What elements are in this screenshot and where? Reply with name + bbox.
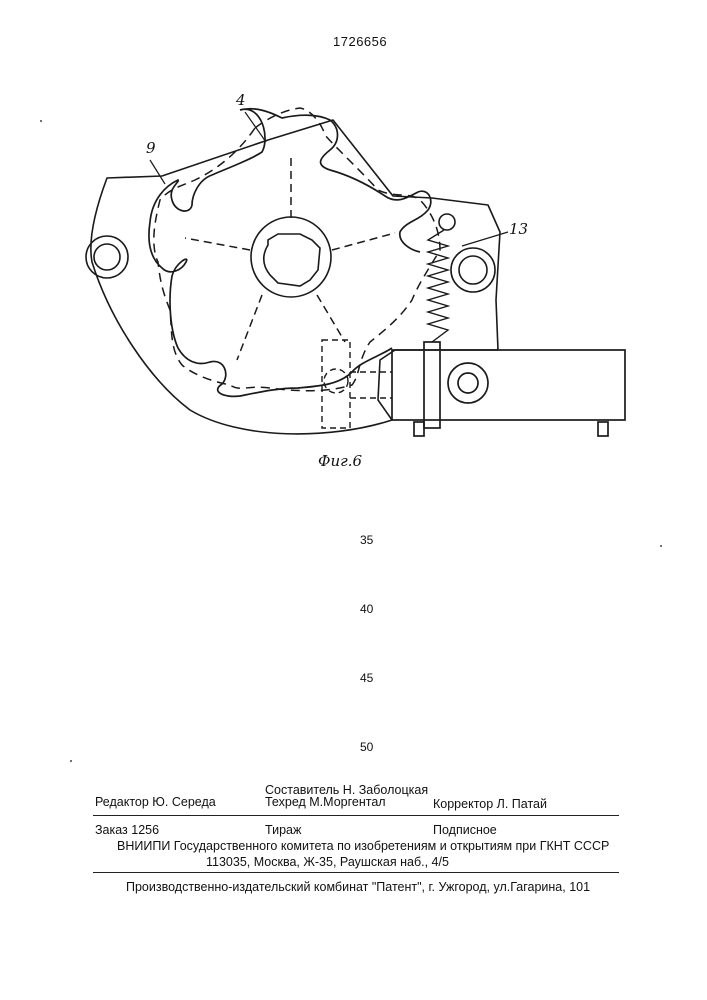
line-number: 45: [360, 671, 373, 685]
spring-coil: [428, 230, 448, 342]
subscription-label: Подписное: [433, 823, 497, 837]
callout-4: 4: [236, 91, 246, 109]
spring-anchor: [439, 214, 455, 230]
figure-caption: Фиг.6: [318, 452, 362, 470]
publisher-line: Производственно-издательский комбинат "П…: [126, 880, 590, 894]
actuator-arm: [392, 350, 625, 420]
scan-speck: [40, 120, 42, 122]
star-rotor-outline: [154, 108, 440, 391]
callout-9: 9: [146, 139, 156, 157]
spoke-lower-left: [237, 295, 262, 360]
tech-editor-credit: Техред М.Моргентал: [265, 795, 386, 809]
cam-profile: [149, 109, 431, 397]
divider: [93, 872, 619, 873]
actuator-foot-left: [414, 422, 424, 436]
actuator-foot-right: [598, 422, 608, 436]
left-bushing-outer: [86, 236, 128, 278]
address-line: 113035, Москва, Ж-35, Раушская наб., 4/5: [206, 855, 449, 869]
order-number: Заказ 1256: [95, 823, 159, 837]
right-bushing-inner: [459, 256, 487, 284]
leader-13: [462, 232, 508, 246]
actuator-eye-inner: [458, 373, 478, 393]
divider: [93, 815, 619, 816]
editor-credit: Редактор Ю. Середа: [95, 795, 216, 809]
corrector-credit: Корректор Л. Патай: [433, 797, 547, 811]
callout-13: 13: [509, 220, 528, 238]
housing-outline: [91, 120, 500, 434]
line-number: 50: [360, 740, 373, 754]
spoke-upper-right: [332, 233, 395, 250]
spoke-upper-left: [185, 238, 250, 250]
line-number: 35: [360, 533, 373, 547]
actuator-collar: [424, 342, 440, 428]
actuator-eye-outer: [448, 363, 488, 403]
line-number: 40: [360, 602, 373, 616]
circulation-label: Тираж: [265, 823, 301, 837]
spoke-lower-right: [317, 295, 345, 342]
scan-speck: [70, 760, 72, 762]
leader-9: [150, 160, 165, 184]
technical-drawing: [0, 0, 707, 520]
scan-speck: [660, 545, 662, 547]
right-bushing-outer: [451, 248, 495, 292]
organization-line: ВНИИПИ Государственного комитета по изоб…: [117, 839, 609, 853]
left-bushing-inner: [94, 244, 120, 270]
hub-bore: [264, 234, 320, 286]
